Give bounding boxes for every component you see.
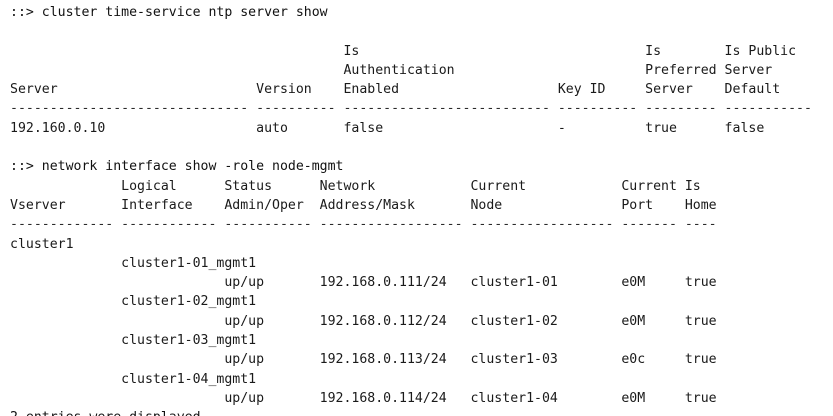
table-row: up/up 192.168.0.112/24 cluster1-02 e0M t… xyxy=(10,313,717,329)
entries-displayed-status: 2 entries were displayed. xyxy=(10,408,833,416)
ntp-table-header-row-2: Authentication Preferred Server xyxy=(10,62,773,78)
list-item: cluster1-01_mgmt1 xyxy=(10,255,257,271)
list-item: cluster1-03_mgmt1 xyxy=(10,333,257,349)
lif-table-header-row-2: Vserver Interface Admin/Oper Address/Mas… xyxy=(10,197,717,213)
lif-table-header-row-1: Logical Status Network Current Current I… xyxy=(10,178,701,194)
lif-table-vserver-label: cluster1 xyxy=(10,236,74,252)
table-row: up/up 192.168.0.113/24 cluster1-03 e0c t… xyxy=(10,352,717,368)
lif-table-separator: ------------- ------------ ----------- -… xyxy=(10,217,717,233)
ntp-table-row: 192.160.0.10 auto false - true false xyxy=(10,120,765,136)
blank-line xyxy=(10,138,833,157)
ntp-table-separator: ------------------------------ ---------… xyxy=(10,101,812,117)
blank-line xyxy=(10,22,833,41)
terminal-screen: ::> cluster time-service ntp server show… xyxy=(10,3,833,416)
ntp-table-header-row-3: Server Version Enabled Key ID Server Def… xyxy=(10,82,781,98)
table-row: up/up 192.168.0.114/24 cluster1-04 e0M t… xyxy=(10,390,717,406)
command-prompt-ntp-server-show[interactable]: ::> cluster time-service ntp server show xyxy=(10,5,328,20)
list-item: cluster1-04_mgmt1 xyxy=(10,371,257,387)
command-prompt-network-interface-show[interactable]: ::> network interface show -role node-mg… xyxy=(10,159,344,175)
list-item: cluster1-02_mgmt1 xyxy=(10,294,257,310)
ntp-table-header-row-1: Is Is Is Public xyxy=(10,43,797,59)
table-row: up/up 192.168.0.111/24 cluster1-01 e0M t… xyxy=(10,275,717,291)
